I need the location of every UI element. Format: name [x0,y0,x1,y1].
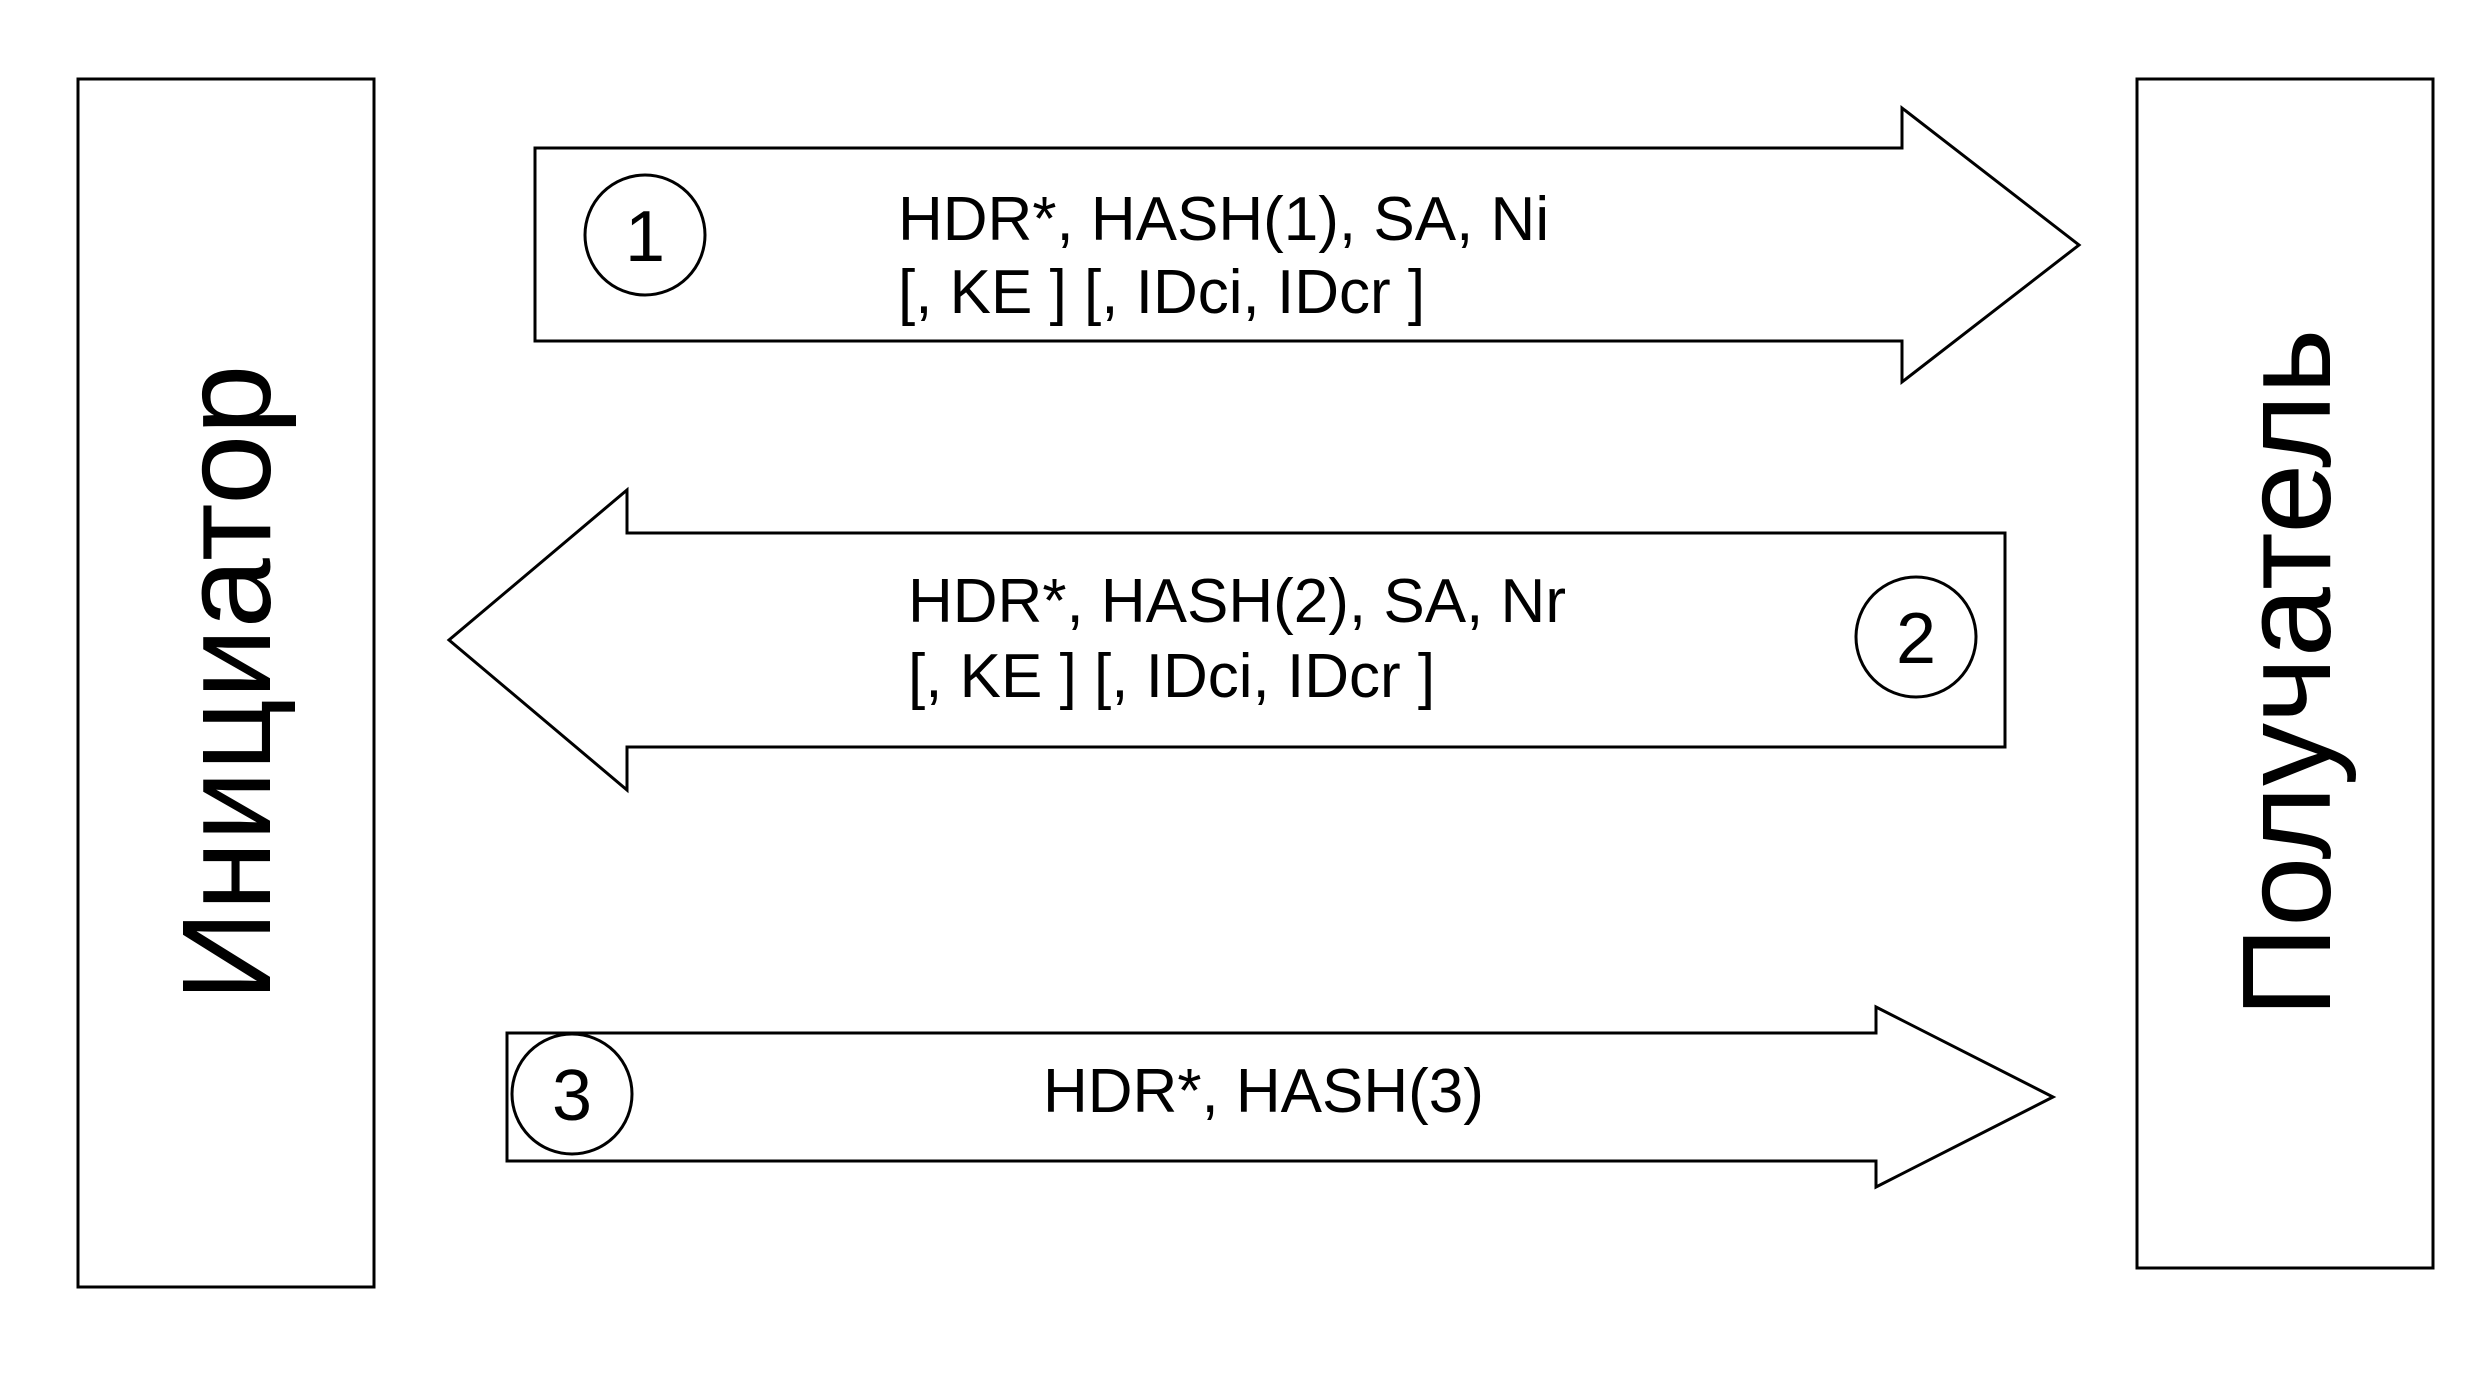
initiator-box: Инициатор [76,77,376,1289]
arrow-right-shape [505,1004,2057,1190]
step-2-number: 2 [1896,599,1936,679]
arrow-right-shape [533,104,2082,386]
message-2-line-1: HDR*, HASH(2), SA, Nr [908,567,1566,636]
step-3-badge [510,1032,634,1156]
step-2-badge [1854,575,1978,699]
responder-box: Получатель [2135,77,2435,1270]
arrow-left-shape [446,486,2007,794]
step-1-number: 1 [625,197,665,277]
message-2-line-2: [, KE ] [, IDci, IDcr ] [908,642,1435,711]
step-1-badge [583,173,707,297]
message-1-line-2: [, KE ] [, IDci, IDcr ] [898,258,1425,327]
message-2-arrow: 2 HDR*, HASH(2), SA, Nr [, KE ] [, IDci,… [446,486,2007,794]
initiator-rect [76,77,376,1289]
responder-label: Получатель [2216,329,2357,1018]
message-1-arrow: 1 HDR*, HASH(1), SA, Ni [, KE ] [, IDci,… [533,104,2082,386]
message-3-line-1: HDR*, HASH(3) [1043,1057,1484,1126]
initiator-label: Инициатор [156,365,297,1002]
message-3-arrow: 3 HDR*, HASH(3) [505,1004,2057,1190]
step-3-number: 3 [552,1056,592,1136]
message-1-line-1: HDR*, HASH(1), SA, Ni [898,185,1549,254]
responder-rect [2135,77,2435,1270]
